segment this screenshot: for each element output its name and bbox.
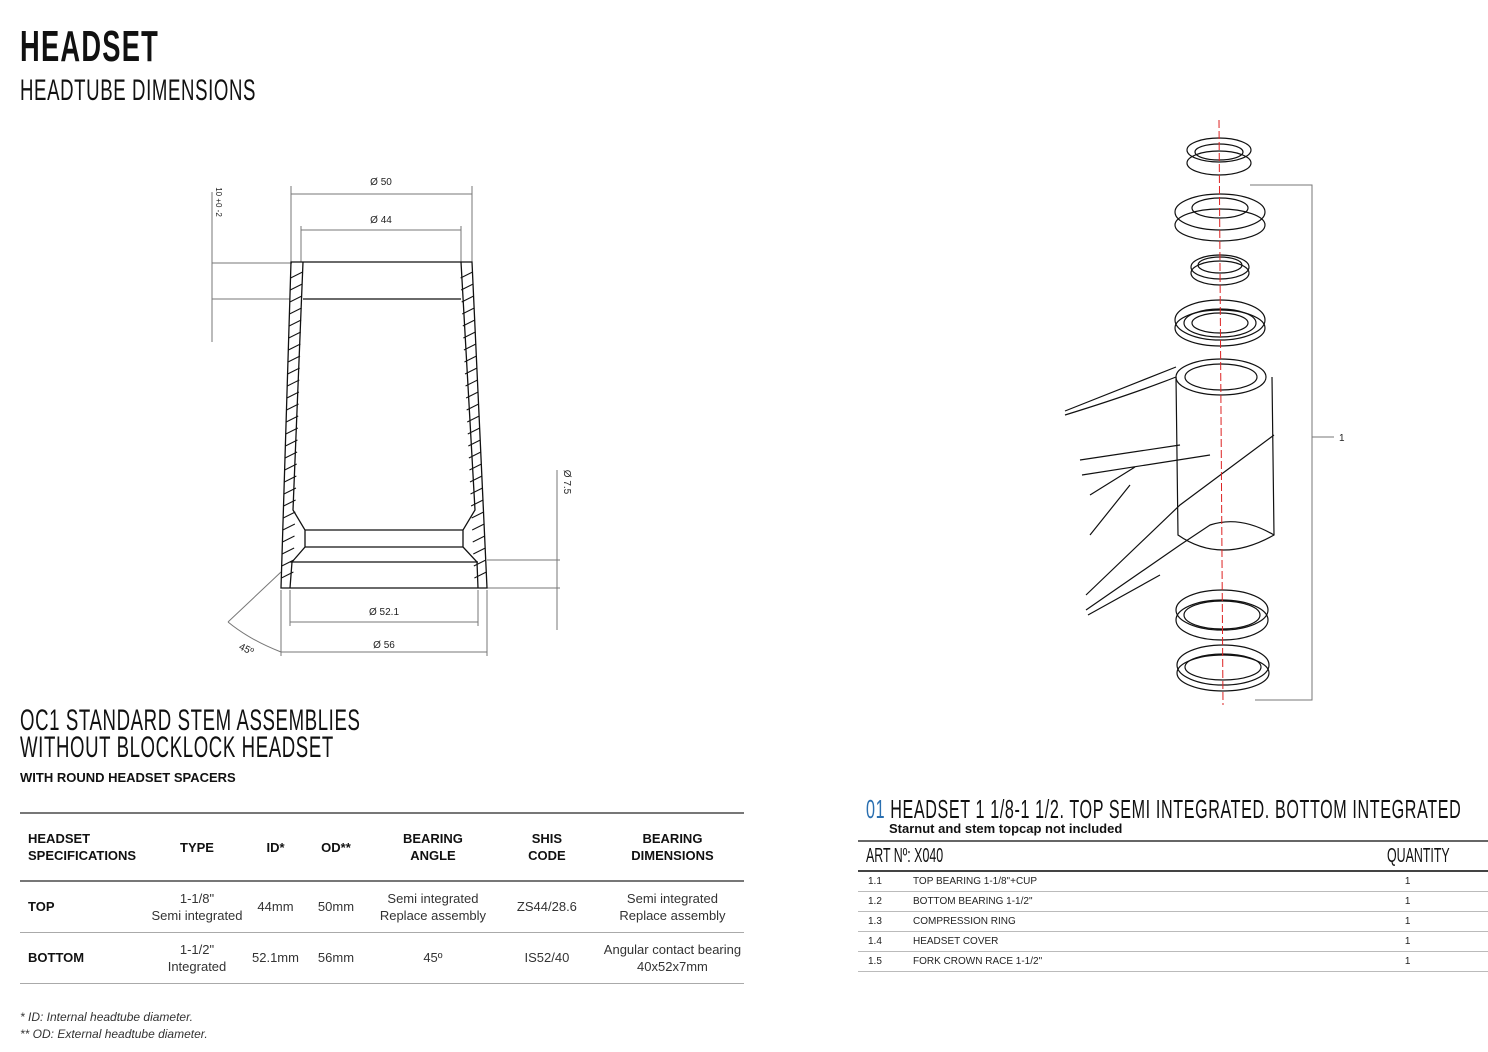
hatch-line [288, 331, 301, 339]
hatch-line [290, 271, 303, 279]
hatch-line [460, 271, 473, 279]
hatch-line [281, 571, 294, 579]
dim-10: 10 +0 -2 [214, 187, 223, 217]
hatch-line [465, 379, 478, 387]
hatch-line [470, 499, 484, 507]
dim-44: Ø 44 [370, 215, 392, 226]
hatch-line [281, 559, 294, 567]
parts-title: 01 HEADSET 1 1/8-1 1/2. TOP SEMI INTEGRA… [866, 794, 1462, 824]
dim-angle: 45º [237, 642, 255, 658]
hatch-line [464, 355, 477, 363]
part-code: 1.2 [858, 891, 913, 912]
hatch-line [289, 307, 302, 315]
hatch-line [461, 295, 474, 303]
hatch-line [282, 523, 296, 531]
parts-header-row: ART Nº: X040 QUANTITY [858, 841, 1488, 872]
hatch-line [468, 451, 482, 459]
hatch-line [284, 451, 298, 459]
hatch-line [283, 499, 296, 507]
parts-subtitle: Starnut and stem topcap not included [889, 821, 1123, 836]
hatch-line [282, 535, 295, 543]
hatch-line [463, 331, 476, 339]
hatch-line [286, 403, 299, 411]
hatch-line [462, 319, 476, 327]
hatch-line [471, 511, 484, 519]
hatch-line [469, 463, 482, 471]
hatch-line [283, 487, 297, 495]
hatch-line [468, 439, 481, 447]
section-caption: WITH ROUND HEADSET SPACERS [20, 770, 236, 785]
page-subtitle: HEADTUBE DIMENSIONS [20, 74, 257, 107]
table-header-row: HEADSET SPECIFICATIONS TYPE ID* OD** BEA… [20, 813, 744, 882]
dim-50: Ø 50 [370, 177, 392, 188]
hatch-line [470, 487, 483, 495]
hatch-line [288, 319, 302, 327]
hatch-line [285, 427, 299, 435]
part-name: COMPRESSION RING [913, 911, 1355, 932]
dim-7-5: Ø 7.5 [561, 470, 572, 495]
part-qty: 1 [1354, 951, 1488, 972]
hatch-line [283, 511, 296, 519]
hatch-line [460, 283, 474, 291]
hatch-line [288, 343, 301, 351]
hatch-line [462, 307, 475, 315]
part-qty: 1 [1354, 931, 1488, 952]
hatch-line [285, 415, 299, 423]
exploded-headset-view: 1 [1064, 119, 1345, 706]
part-qty: 1 [1354, 911, 1488, 932]
part-name: TOP BEARING 1-1/8"+CUP [913, 871, 1355, 892]
callout-1: 1 [1339, 433, 1345, 444]
part-name: HEADSET COVER [913, 931, 1355, 952]
hatch-line [465, 391, 479, 399]
hatch-line [285, 439, 298, 447]
hatch-line [467, 427, 480, 435]
hatch-line [464, 367, 478, 375]
part-name: BOTTOM BEARING 1-1/2" [913, 891, 1355, 912]
hatch-line [290, 283, 303, 291]
part-code: 1.1 [858, 871, 913, 892]
dim-56: Ø 56 [373, 640, 395, 651]
part-code: 1.4 [858, 931, 913, 952]
hatch-line [473, 559, 487, 567]
hatch-line [471, 523, 485, 531]
hatch-line [281, 547, 295, 555]
hatch-line [286, 391, 300, 399]
page-title: HEADSET [20, 22, 160, 71]
part-qty: 1 [1354, 871, 1488, 892]
hatch-line [289, 295, 303, 303]
section-heading: OC1 STANDARD STEM ASSEMBLIES WITHOUT BLO… [20, 704, 361, 764]
hatch-line [463, 343, 477, 351]
hatch-line [466, 403, 479, 411]
hatch-line [287, 367, 300, 375]
hatch-line [469, 475, 483, 483]
dim-52-1: Ø 52.1 [369, 607, 399, 618]
part-name: FORK CROWN RACE 1-1/2" [913, 951, 1355, 972]
spec-table: HEADSET SPECIFICATIONS TYPE ID* OD** BEA… [20, 812, 744, 984]
part-code: 1.3 [858, 911, 913, 932]
hatch-line [284, 463, 297, 471]
hatch-line [474, 571, 487, 579]
hatch-line [472, 535, 485, 543]
table-row: BOTTOM 1-1/2"Integrated 52.1mm 56mm 45º … [20, 932, 744, 984]
table-row: TOP 1-1/8"Semi integrated 44mm 50mm Semi… [20, 881, 744, 933]
footnotes: * ID: Internal headtube diameter. ** OD:… [20, 1010, 208, 1041]
hatch-line [284, 475, 297, 483]
hatch-line [287, 379, 300, 387]
headtube-drawing: Ø 50 Ø 44 Ø 52.1 Ø 56 Ø 7.5 10 +0 -2 45º [211, 177, 572, 658]
part-qty: 1 [1354, 891, 1488, 912]
hatch-line [467, 415, 480, 423]
part-code: 1.5 [858, 951, 913, 972]
hatch-line [473, 547, 486, 555]
hatch-line [287, 355, 301, 363]
